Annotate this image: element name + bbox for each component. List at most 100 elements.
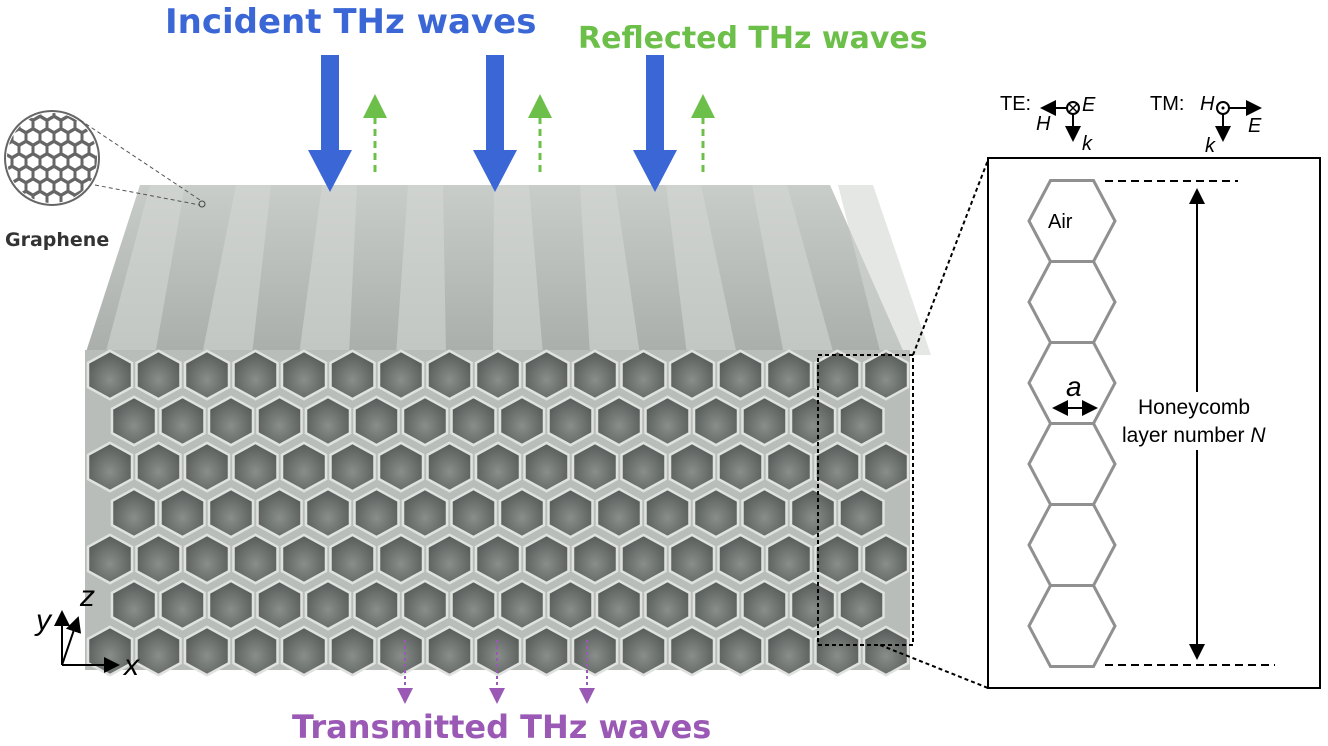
honeycomb-cell — [814, 349, 861, 401]
graphene-hex — [46, 115, 62, 134]
graphene-hex — [88, 190, 97, 203]
honeycomb-cell — [523, 533, 570, 585]
honeycomb-cell — [523, 625, 570, 677]
svg-text:k: k — [1082, 133, 1093, 155]
graphene-hex — [67, 153, 83, 171]
graphene-hex — [53, 178, 69, 196]
graphene-hex — [7, 190, 20, 203]
honeycomb-cell — [644, 487, 691, 539]
honeycomb-cell — [353, 395, 400, 447]
graphene-hex — [53, 153, 69, 171]
incident-label: Incident THz waves — [165, 2, 536, 42]
te-polarization: TE: E H k — [1000, 93, 1096, 155]
graphene-hex — [60, 140, 76, 159]
axis-triad — [54, 610, 120, 673]
honeycomb-cell — [110, 487, 158, 539]
honeycomb-cell — [353, 579, 400, 631]
honeycomb-cell — [717, 533, 764, 585]
honeycomb-cell — [644, 395, 691, 447]
honeycomb-label-line2: layer number N — [1122, 424, 1266, 447]
honeycomb-cell — [571, 441, 619, 493]
graphene-hex — [88, 115, 97, 134]
honeycomb-cell — [450, 579, 497, 631]
graphene-hex — [39, 128, 55, 146]
honeycomb-cell — [450, 487, 497, 539]
unit-hex — [1027, 584, 1117, 668]
graphene-hex — [95, 153, 97, 171]
honeycomb-cell — [620, 441, 667, 493]
wave-arrows — [308, 55, 715, 704]
graphene-hex — [39, 113, 55, 121]
graphene-hex — [60, 115, 76, 134]
ridge — [666, 185, 737, 355]
graphene-hex — [32, 165, 48, 184]
axis-x-label: x — [122, 649, 140, 682]
air-label: Air — [1048, 211, 1073, 233]
honeycomb-cell — [862, 441, 910, 493]
honeycomb-cell — [304, 395, 352, 447]
honeycomb-cell — [86, 349, 134, 401]
honeycomb-cell — [692, 395, 740, 447]
honeycomb-cell — [450, 395, 497, 447]
honeycomb-cell — [571, 533, 619, 585]
honeycomb-cell — [280, 441, 328, 493]
honeycomb-cell — [620, 349, 667, 401]
honeycomb-column — [1027, 179, 1117, 668]
honeycomb-cell — [232, 625, 279, 677]
graphene-hex — [81, 113, 97, 121]
honeycomb-cell — [765, 349, 813, 401]
honeycomb-cell — [547, 579, 594, 631]
honeycomb-cell — [183, 441, 231, 493]
honeycomb-cell — [474, 441, 522, 493]
honeycomb-cell — [717, 349, 764, 401]
honeycomb-cell — [668, 533, 716, 585]
honeycomb-cell — [862, 533, 910, 585]
honeycomb-cell — [135, 625, 182, 677]
zoom-region — [817, 354, 914, 646]
honeycomb-cell — [644, 579, 691, 631]
honeycomb-cell — [183, 349, 231, 401]
honeycomb-cell — [474, 625, 522, 677]
svg-text:TM:: TM: — [1150, 93, 1184, 115]
ridge — [299, 185, 357, 355]
graphene-hex — [25, 178, 41, 196]
svg-text:E: E — [1248, 115, 1262, 137]
axis-y-label: y — [34, 604, 53, 637]
graphene-hex — [18, 165, 34, 184]
honeycomb-cell — [741, 395, 788, 447]
honeycomb-cell — [377, 349, 425, 401]
lattice-constant-label: a — [1066, 371, 1082, 402]
graphene-hex — [32, 140, 48, 159]
honeycomb-cell — [159, 395, 206, 447]
honeycomb-cell — [765, 625, 813, 677]
svg-text:k: k — [1205, 135, 1216, 157]
honeycomb-cell — [159, 487, 206, 539]
honeycomb-cell — [523, 349, 570, 401]
honeycomb-cell — [595, 487, 643, 539]
incident-arrow — [473, 55, 517, 192]
honeycomb-cell — [814, 441, 861, 493]
honeycomb-cell — [426, 625, 473, 677]
honeycomb-cell — [692, 487, 740, 539]
honeycomb-cell — [280, 349, 328, 401]
reflected-label: Reflected THz waves — [578, 21, 928, 56]
honeycomb-cell — [620, 533, 667, 585]
graphene-hex — [53, 113, 69, 121]
honeycomb-cells — [86, 349, 910, 677]
graphene-hex — [53, 128, 69, 146]
honeycomb-cell — [426, 349, 473, 401]
honeycomb-cell — [741, 579, 788, 631]
honeycomb-cell — [862, 625, 910, 677]
honeycomb-cell — [86, 625, 134, 677]
honeycomb-cell — [183, 625, 231, 677]
honeycomb-cell — [838, 579, 885, 631]
honeycomb-cell — [789, 579, 837, 631]
graphene-hex — [39, 178, 55, 196]
graphene-hex — [11, 153, 27, 171]
ridge — [838, 185, 931, 355]
honeycomb-cell — [135, 349, 182, 401]
graphene-hex — [7, 113, 13, 121]
graphene-hex — [46, 140, 62, 159]
graphene-hex — [104, 192, 117, 207]
